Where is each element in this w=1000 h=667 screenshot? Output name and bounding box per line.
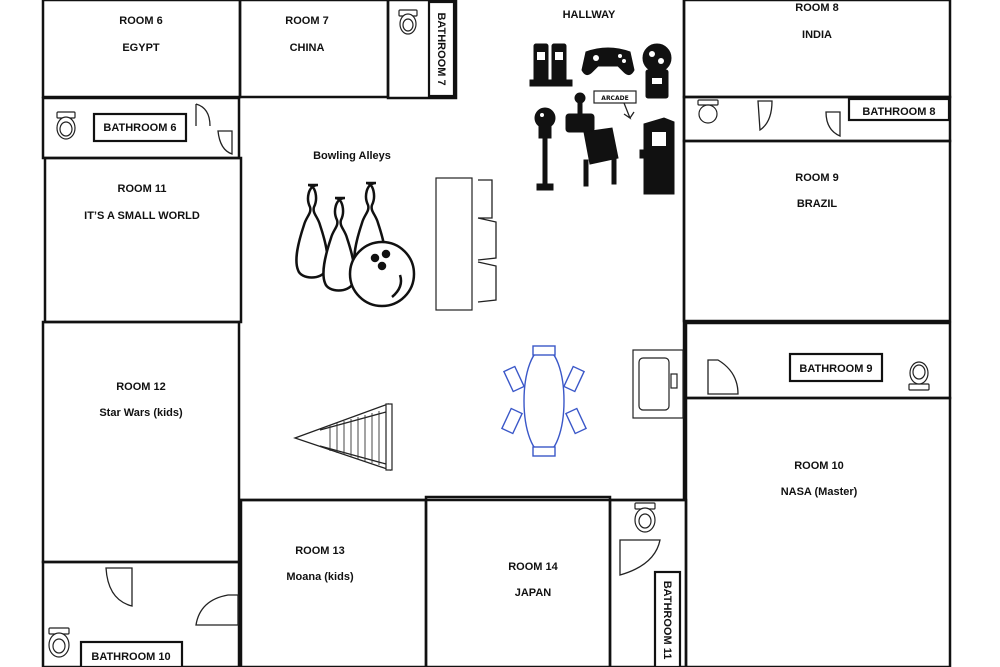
toilet-icon [398,9,418,35]
room-7-title: ROOM 7 [285,15,328,27]
sink-icon [105,100,841,626]
toilet-icon [56,111,76,140]
room-6-title: ROOM 6 [119,15,162,27]
room-12-name: Star Wars (kids) [99,407,183,419]
bowling-lanes [435,177,497,311]
walls [41,0,952,667]
room-11-title: ROOM 11 [118,183,167,195]
room-10-outline [684,396,952,667]
room-14-name: JAPAN [515,587,552,599]
room-8-name: INDIA [802,29,832,41]
room-10-title: ROOM 10 [794,460,844,472]
dining-table-icon [500,345,588,457]
toilet-icon [634,502,656,533]
bathroom-7-outline [386,0,458,100]
joystick-icon [565,92,595,133]
room-13-outline [239,498,428,667]
bathroom-11-label-box [653,570,682,667]
toilet-icon [697,99,719,124]
room-12-title: ROOM 12 [116,381,166,393]
room-8-title: ROOM 8 [795,2,838,14]
arcade-sign-icon: ARCADE [593,90,637,120]
toilet-icon [48,627,70,658]
room-10-name: NASA (Master) [781,486,858,498]
bowling-label: Bowling Alleys [313,150,391,162]
room-6-name: EGYPT [122,42,160,54]
room-7-name: CHINA [290,42,325,54]
bathroom-9-label: BATHROOM 9 [799,363,872,375]
bathroom-10-label: BATHROOM 10 [91,651,170,663]
room-14-title: ROOM 14 [508,561,558,573]
bathroom-7-label-box [427,0,456,98]
gumball-machine-icon [642,43,672,99]
game-controller-icon [581,47,635,76]
gumball-machine-icon [534,107,556,191]
arcade-sign-text: ARCADE [601,95,628,102]
bowling-pins-icon [295,181,416,308]
staircase-icon [293,403,393,471]
room-8-outline [682,0,952,99]
room-11-name: IT’S A SMALL WORLD [84,210,200,222]
room-9-name: BRAZIL [797,198,838,210]
room-12-outline [41,320,241,564]
room-13-name: Moana (kids) [286,571,354,583]
room-9-outline [682,139,952,323]
pinball-machine-icon [583,127,619,187]
bathroom-6-label: BATHROOM 6 [103,122,176,134]
bathroom-6-label-box [92,112,188,143]
toilet-icon [908,361,930,391]
bathroom-7-label: BATHROOM 7 [435,12,447,85]
bathroom-8-label: BATHROOM 8 [862,106,935,118]
bathroom-8-label-box [847,97,951,122]
room-9-title: ROOM 9 [795,172,838,184]
hallway-label: HALLWAY [563,9,616,21]
bathroom-10-outline [41,560,241,667]
arcade-cabinet-icon [639,117,675,195]
room-14-outline [424,495,612,667]
bathroom-10-label-box [79,640,184,667]
sink-icon [632,349,684,419]
room-13-title: ROOM 13 [295,545,345,557]
arcade-cabinets-icon [529,43,573,87]
bathroom-11-label: BATHROOM 11 [661,581,673,660]
bathroom-9-label-box [788,352,884,383]
